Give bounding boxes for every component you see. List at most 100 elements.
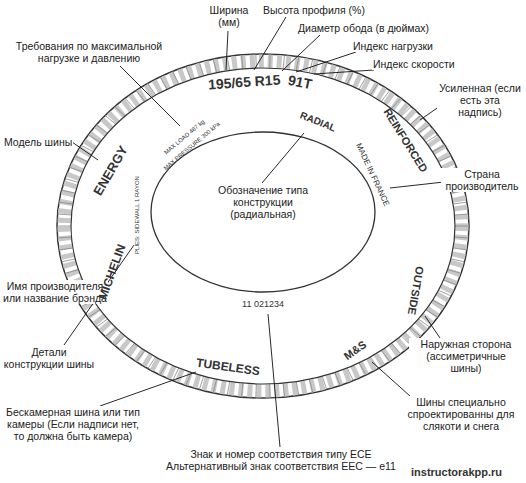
annotation-label: Шины специально спроектированны для сляк… (399, 396, 523, 432)
tread-groove (455, 214, 469, 215)
tread-groove (96, 125, 107, 133)
tread-groove (57, 226, 71, 227)
tread-groove (148, 357, 156, 369)
sidewall (71, 68, 455, 384)
tread-groove (451, 259, 465, 262)
tread-groove (115, 336, 125, 346)
tread-groove (62, 190, 76, 193)
tread-groove (255, 384, 256, 398)
tread-groove (418, 125, 429, 133)
tread-groove (199, 62, 203, 75)
tread-band (64, 61, 462, 391)
leader-line (262, 133, 304, 183)
tread-groove (410, 115, 421, 124)
leader-line (100, 372, 196, 406)
leader-line (425, 316, 440, 338)
tread-groove (105, 115, 116, 124)
tread-groove (283, 55, 284, 69)
leader-line (314, 70, 374, 74)
tread-groove (136, 351, 145, 362)
tread-groove (115, 107, 125, 117)
leader-lines (64, 17, 444, 447)
tire-marking: 11 021234 (242, 300, 284, 309)
tread-groove (448, 270, 461, 274)
tread-groove (296, 382, 299, 396)
tread-groove (381, 91, 390, 102)
annotation-label: Высота профиля (%) (262, 4, 366, 16)
tread-groove (88, 135, 100, 142)
annotation-label: Детали конструкции шины (2, 346, 96, 370)
annotation-label: Бескамерная шина или тип камеры (Если на… (2, 406, 144, 442)
rim-hole (151, 132, 375, 292)
tread-groove (410, 328, 421, 337)
tread-groove (213, 59, 216, 73)
tread-groove (392, 98, 401, 108)
leader-line (390, 182, 444, 188)
tread-groove (96, 319, 107, 327)
tread-groove (65, 270, 78, 274)
tread-groove (359, 77, 366, 89)
annotation-label: Модель шины (3, 136, 73, 148)
leader-line (254, 17, 286, 70)
annotation-label: Усиленная (если есть эта надпись) (437, 82, 523, 118)
tread-groove (347, 368, 353, 381)
tread-groove (453, 248, 467, 250)
tread-groove (65, 179, 78, 183)
tread-groove (125, 343, 134, 353)
tread-groove (75, 156, 88, 162)
tread-groove (453, 202, 467, 204)
tread-groove (227, 57, 230, 71)
tread-groove (401, 107, 411, 117)
leader-line (120, 66, 180, 126)
tread-groove (426, 310, 438, 317)
tread-groove (160, 77, 167, 89)
tread-groove (433, 145, 445, 152)
tread-groove (269, 54, 271, 68)
tread-groove (438, 290, 451, 296)
tread-groove (213, 379, 216, 393)
tire-marking: PLIES: SIDEWALL 1 RAYON (134, 176, 140, 254)
leader-line (226, 31, 228, 70)
tread-groove (242, 383, 243, 397)
tread-groove (59, 202, 73, 204)
tread-groove (443, 280, 456, 285)
tread-blocks (57, 54, 469, 398)
tread-groove (59, 248, 73, 250)
tread-groove (283, 383, 284, 397)
leader-line (72, 142, 98, 160)
tread-groove (173, 71, 179, 84)
tread-groove (242, 55, 243, 69)
tread-groove (105, 328, 116, 337)
tread-groove (309, 59, 312, 73)
tread-groove (81, 145, 93, 152)
leader-line (268, 314, 280, 447)
tread-groove (322, 376, 326, 389)
tread-groove (125, 98, 134, 108)
annotation-label: Обозначение типа конструкции (радиальная… (200, 184, 326, 220)
tread-groove (227, 382, 230, 396)
tire-outline (57, 54, 469, 398)
tread-groove (160, 363, 167, 375)
tread-groove (335, 373, 340, 386)
leader-line (372, 362, 410, 396)
annotation-label: Имя производителя или название брэнда (2, 280, 108, 304)
tread-groove (359, 363, 366, 375)
annotation-label: Знак и номер соответствия типу ECE Альте… (162, 448, 400, 472)
tread-groove (69, 167, 82, 172)
tread-groove (438, 156, 451, 162)
tread-groove (347, 71, 353, 84)
tread-groove (136, 91, 145, 102)
tread-groove (62, 259, 76, 262)
tread-groove (370, 83, 378, 95)
annotation-label: Диаметр обода (в дюймах) (297, 22, 430, 34)
tread-groove (88, 310, 100, 317)
tread-groove (392, 343, 401, 353)
tread-groove (58, 237, 72, 238)
tread-groove (455, 226, 469, 227)
annotation-label: Требования по максимальной нагрузке и да… (2, 40, 176, 64)
annotation-label: Ширина (мм) (203, 4, 255, 28)
annotation-label: Индекс скорости (372, 58, 456, 70)
tread-groove (381, 351, 390, 362)
leader-line (296, 52, 356, 72)
